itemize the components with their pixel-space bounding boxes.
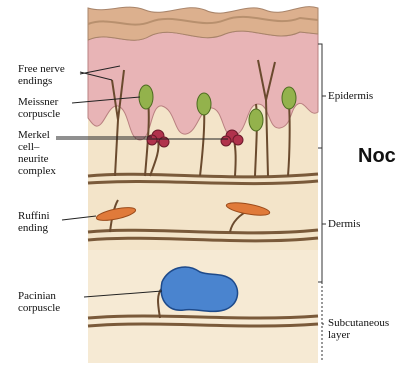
label-meissner-corpuscle: Meissner corpuscle	[18, 96, 60, 120]
label-free-nerve-endings: Free nerve endings	[18, 63, 65, 87]
label-merkel-complex: Merkel cell– neurite complex	[18, 129, 56, 177]
label-ruffini-ending: Ruffini ending	[18, 210, 50, 234]
label-dermis: Dermis	[328, 218, 360, 230]
label-epidermis: Epidermis	[328, 90, 373, 102]
overlay-text: Noc	[358, 145, 396, 168]
label-pacinian-corpuscle: Pacinian corpuscle	[18, 290, 60, 314]
label-subcutaneous-layer: Subcutaneous layer	[328, 317, 389, 341]
layer-brackets	[318, 44, 326, 360]
